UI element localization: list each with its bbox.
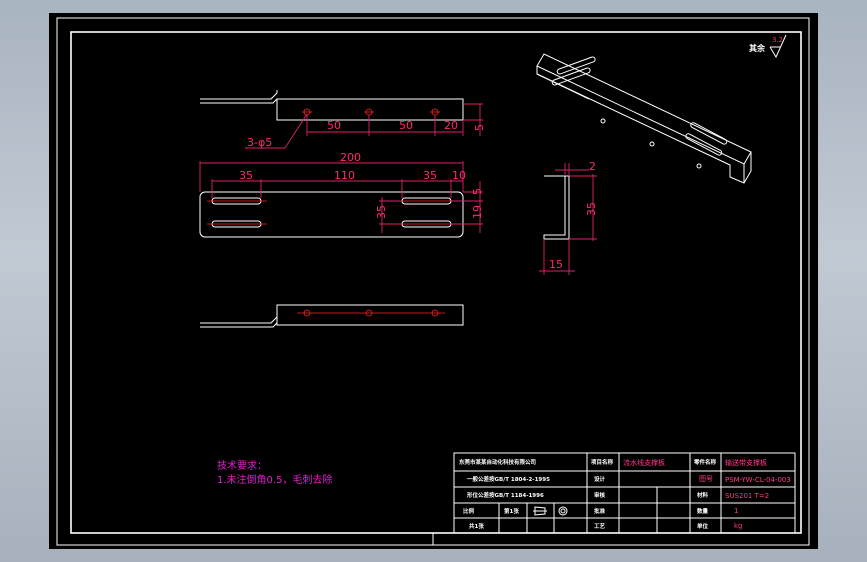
side-view: 2 35 15 <box>539 160 598 275</box>
tb-sheet: 第1张 <box>504 507 519 515</box>
cad-viewport[interactable]: 其余 3.2 50 50 20 5 3-φ5 <box>49 13 818 549</box>
front-view-top: 50 50 20 5 3-φ5 <box>200 90 486 149</box>
dim-200: 200 <box>340 151 361 164</box>
dim-19: 19 <box>471 205 484 219</box>
tb-process-label: 工艺 <box>594 522 606 530</box>
tb-row2: 形位公差按GB/T 1184-1996 <box>467 491 544 499</box>
plan-view: 200 35 110 35 10 5 19 35 <box>199 151 484 238</box>
tb-material-label: 材料 <box>697 491 709 499</box>
tb-drawing-no-value: PSM-YW-CL-04-003 <box>725 476 791 484</box>
tb-part-name-value: 输送带支撑板 <box>725 458 767 467</box>
roughness-value: 3.2 <box>772 36 783 44</box>
hole-callout: 3-φ5 <box>247 136 272 149</box>
tb-company: 东莞市某某自动化科技有限公司 <box>459 458 536 466</box>
tb-unit-label: 单位 <box>697 522 709 530</box>
dim-35b: 35 <box>423 169 437 182</box>
dim-50a: 50 <box>327 119 341 132</box>
dim-35a: 35 <box>239 169 253 182</box>
dim-15: 15 <box>549 258 563 271</box>
isometric-view <box>536 53 752 184</box>
dim-35-pitch: 35 <box>375 205 388 219</box>
tb-checker-label: 审核 <box>594 491 606 499</box>
title-block: 东莞市某某自动化科技有限公司 一般公差按GB/T 1804-2-1995 形位公… <box>453 452 796 534</box>
tb-row1: 一般公差按GB/T 1804-2-1995 <box>467 475 550 483</box>
tb-project-label: 项目名称 <box>591 458 614 466</box>
dim-5: 5 <box>473 124 486 131</box>
tech-notes-title: 技术要求： <box>217 459 267 472</box>
tb-project-value: 流水线支撑板 <box>623 458 665 467</box>
tb-material-value: SUS201 T=2 <box>725 492 769 500</box>
tb-approve-label: 批准 <box>594 507 606 515</box>
tb-sheet-total: 共1张 <box>469 522 484 530</box>
drawing-canvas: 其余 3.2 50 50 20 5 3-φ5 <box>56 17 810 546</box>
front-view-bottom <box>200 304 464 328</box>
tb-drawing-no-label: 图号 <box>699 475 713 483</box>
dim-5b: 5 <box>471 188 484 195</box>
inner-frame <box>70 31 802 534</box>
tb-qty-label: 数量 <box>697 507 709 515</box>
dim-10: 10 <box>452 169 466 182</box>
dim-20: 20 <box>444 119 458 132</box>
tb-designer-label: 设计 <box>594 475 606 483</box>
dim-50b: 50 <box>399 119 413 132</box>
tb-scale-label: 比例 <box>463 507 475 515</box>
dim-2: 2 <box>589 160 596 173</box>
tb-unit-value: kg <box>734 522 743 530</box>
tech-notes-line1: 1.未注倒角0.5，毛刺去除 <box>217 473 332 486</box>
roughness-symbol: 其余 3.2 <box>749 34 787 59</box>
dim-35-side: 35 <box>585 202 598 216</box>
dim-110: 110 <box>334 169 355 182</box>
projection-symbol <box>533 506 568 516</box>
tb-qty-value: 1 <box>734 507 738 515</box>
tb-part-name-label: 零件名称 <box>693 458 717 466</box>
roughness-label: 其余 <box>749 43 766 53</box>
